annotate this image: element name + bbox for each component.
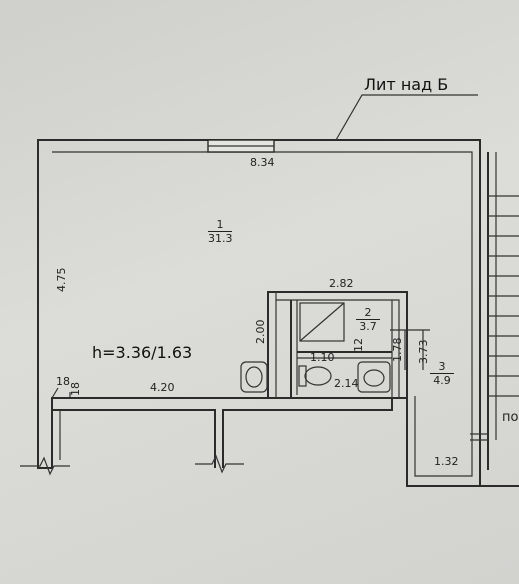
shower-tray: [299, 302, 345, 342]
dim-top-width: 8.34: [250, 156, 275, 169]
dim-small-b: 18: [56, 375, 70, 388]
stair-steps: [488, 195, 519, 397]
dim-corridor-long: 3.73: [417, 339, 430, 365]
dim-bottom-left-width: 4.20: [150, 381, 175, 394]
break-mark-right: [195, 454, 244, 474]
lower-room-wall-2: [222, 398, 393, 468]
dim-corridor-width: 1.32: [434, 455, 459, 468]
bathroom-block-wall: [267, 291, 408, 398]
dimension-lines: [51, 292, 430, 399]
sink-right: [357, 361, 391, 393]
dim-left-height: 4.75: [55, 267, 68, 293]
outer-wall: [37, 139, 481, 487]
dim-bath-depth: 2.14: [334, 377, 359, 390]
toilet-tank: [298, 365, 307, 387]
room-1-label: 1 31.3: [208, 218, 233, 245]
lower-room-wall: [52, 409, 216, 468]
dim-corridor-short: 1.78: [391, 337, 404, 363]
break-mark-left: [20, 456, 70, 476]
room-3-label: 3 4.9: [430, 360, 454, 387]
dim-bath-block-height: 2.00: [254, 319, 267, 345]
sink-left: [240, 361, 268, 393]
dim-wc-width: 1.10: [310, 351, 335, 364]
dim-bath-width: 2.82: [329, 277, 354, 290]
toilet-bowl: [304, 366, 332, 386]
dim-small-a: 12: [352, 338, 365, 352]
title-leader: [335, 94, 478, 141]
height-note: h=3.36/1.63: [92, 343, 193, 362]
room-2-label: 2 3.7: [356, 306, 380, 333]
dim-small-c: 18: [69, 382, 82, 396]
partial-label: по: [502, 410, 519, 425]
inner-wall-line: [52, 151, 473, 477]
plan-title: Лит над Б: [364, 75, 449, 94]
